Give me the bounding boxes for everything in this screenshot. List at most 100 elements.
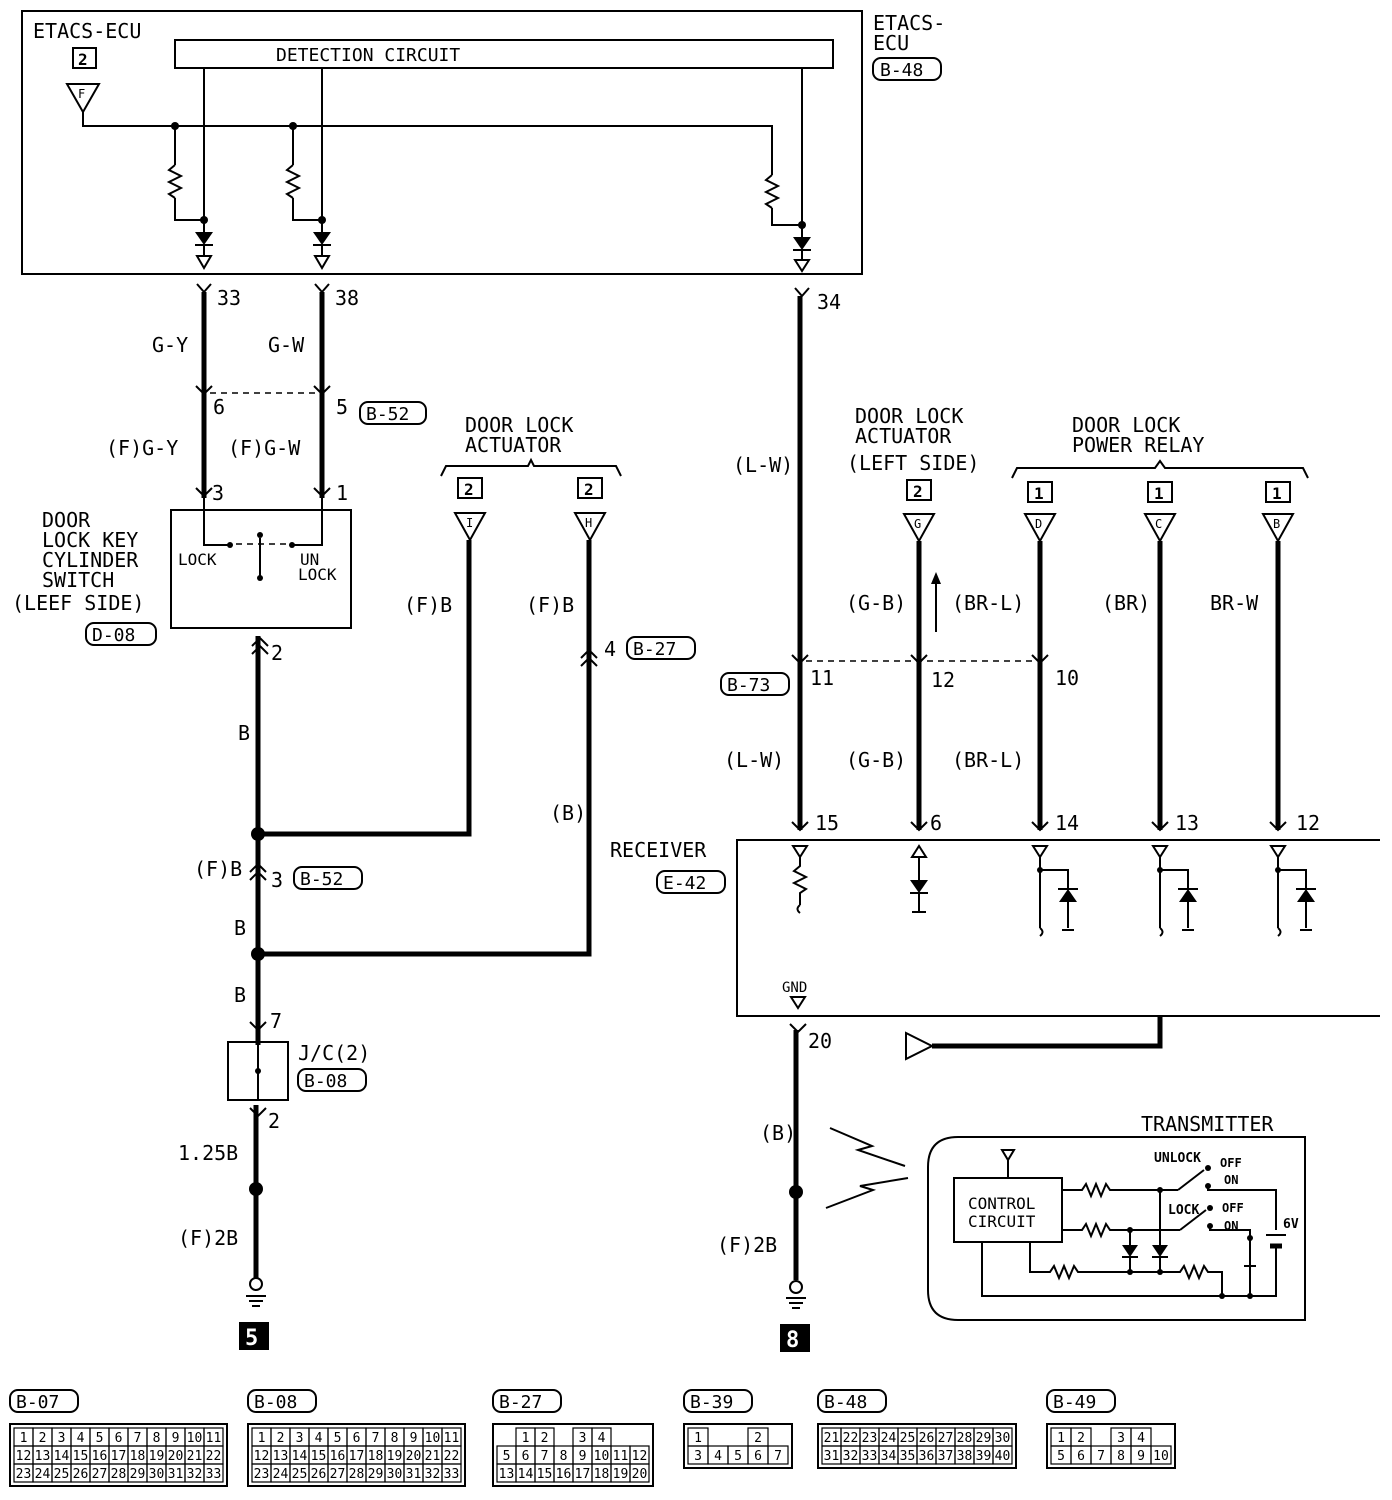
etacs-side-title-2: ECU [873, 31, 909, 55]
off-label-2: OFF [1222, 1201, 1244, 1215]
connector-pin-number: 1 [694, 1431, 702, 1446]
wire-label-f-2b-1: (F)2B [178, 1226, 238, 1250]
connector-pin-number: 11 [206, 1431, 222, 1446]
connector-pin-number: 28 [111, 1467, 127, 1482]
connector-pin-number: 9 [579, 1449, 587, 1464]
connector-pin-number: 16 [556, 1467, 572, 1482]
connector-pin-number: 35 [900, 1449, 916, 1464]
connector-pin-number: 30 [387, 1467, 403, 1482]
connector-pin-number: 29 [976, 1431, 992, 1446]
off-label-1: OFF [1220, 1156, 1242, 1170]
d08-connector-label: D-08 [92, 625, 135, 646]
wire-label-f-b-2: (F)B [404, 593, 452, 617]
switch-pin-2: 2 [271, 641, 283, 665]
connector-pin-number: 14 [518, 1467, 534, 1482]
receiver-pin-15: 15 [815, 811, 839, 835]
receiver-gnd-label: GND [782, 980, 807, 996]
wire-label-f-g-y: (F)G-Y [106, 436, 178, 460]
connector-pin-number: 17 [111, 1449, 127, 1464]
connector-view-label: B-27 [499, 1392, 542, 1413]
b73-connector-label: B-73 [727, 675, 770, 696]
relay-conn-num-2: 1 [1154, 484, 1164, 503]
actuator-conn-num-1: 2 [464, 480, 474, 499]
connector-pin-number: 32 [425, 1467, 441, 1482]
connector-pin-number: 32 [187, 1467, 203, 1482]
b52-pin-3: 3 [271, 868, 283, 892]
lock-label: LOCK [1168, 1203, 1199, 1218]
resistor-symbol [166, 164, 184, 199]
connector-view-badge [683, 1389, 753, 1413]
resistor-symbol [284, 164, 302, 199]
connector-pin-number: 22 [206, 1449, 222, 1464]
actuator-terminal-i: I [466, 516, 473, 530]
connector-pin-number: 5 [96, 1431, 104, 1446]
receiver-pin-14: 14 [1055, 811, 1079, 835]
wire-label-g-b-2: (G-B) [846, 748, 906, 772]
connector-pin-number: 22 [843, 1431, 859, 1446]
connector-pin-number: 6 [1077, 1449, 1085, 1464]
connector-pin-number: 2 [1077, 1431, 1085, 1446]
connector-pin-number: 31 [406, 1467, 422, 1482]
switch-name-line-3: CYLINDER [42, 548, 139, 572]
wire-label-b-1: B [238, 721, 250, 745]
wire-label-l-w-1: (L-W) [733, 453, 793, 477]
relay-conn-num-1: 1 [1034, 484, 1044, 503]
connector-pin-number: 15 [537, 1467, 553, 1482]
connector-pin-number: 8 [560, 1449, 568, 1464]
connector-view-badge [1046, 1389, 1116, 1413]
connector-pin-number: 2 [39, 1431, 47, 1446]
switch-name-line-2: LOCK KEY [42, 528, 138, 552]
etacs-ecu-box [21, 10, 863, 275]
connector-view-label: B-39 [690, 1392, 733, 1413]
connector-pin-number: 14 [292, 1449, 308, 1464]
connector-view-badge [817, 1389, 887, 1413]
switch-name-line-5: (LEEF SIDE) [12, 591, 144, 615]
radio-wave-icon [829, 1127, 906, 1167]
connector-pin-number: 23 [16, 1467, 32, 1482]
connector-pin-number: 4 [77, 1431, 85, 1446]
connector-pin-number: 16 [92, 1449, 108, 1464]
connector-pin-number: 13 [273, 1449, 289, 1464]
ecu-pin-34: 34 [817, 290, 841, 314]
connector-pin-number: 25 [292, 1467, 308, 1482]
etacs-terminal-letter: F [78, 87, 85, 101]
control-circuit-label-2: CIRCUIT [968, 1212, 1036, 1231]
actuator-title-1: DOOR LOCK [465, 413, 573, 437]
b08-connector-badge [297, 1068, 367, 1092]
ground-point-8-badge [780, 1324, 810, 1352]
b73-pin-12: 12 [931, 668, 955, 692]
connector-view-badge [9, 1389, 79, 1413]
ecu-junction-dot [171, 122, 179, 130]
connector-pin-number: 24 [881, 1431, 897, 1446]
connector-pin-number: 1 [258, 1431, 266, 1446]
relay-brace [1011, 459, 1309, 479]
connector-pin-number: 4 [598, 1431, 606, 1446]
receiver-driver-12 [1269, 845, 1316, 937]
relay-title-2: POWER RELAY [1072, 433, 1204, 457]
transmitter-title: TRANSMITTER [1141, 1112, 1274, 1136]
connector-pin-number: 5 [334, 1431, 342, 1446]
connector-pin-number: 5 [1057, 1449, 1065, 1464]
connector-view-badge [247, 1389, 317, 1413]
connector-pin-number: 16 [330, 1449, 346, 1464]
connector-view-frame [492, 1423, 654, 1487]
connector-pin-number: 20 [406, 1449, 422, 1464]
connector-view-frame [9, 1423, 228, 1487]
connector-pin-number: 2 [541, 1431, 549, 1446]
transmitter-box [927, 1136, 1306, 1321]
connector-pin-number: 17 [575, 1467, 591, 1482]
connector-pin-number: 26 [919, 1431, 935, 1446]
connector-pin-number: 39 [976, 1449, 992, 1464]
wire-label-b-paren-2: (B) [760, 1121, 796, 1145]
ecu-supply-line [82, 112, 773, 175]
connector-view-label: B-08 [254, 1392, 297, 1413]
wire-label-f-2b-2: (F)2B [717, 1233, 777, 1257]
wire-label-br-l-2: (BR-L) [952, 748, 1024, 772]
detection-circuit-label: DETECTION CIRCUIT [276, 45, 460, 66]
connector-pin-number: 28 [957, 1431, 973, 1446]
connector-pin-number: 23 [862, 1431, 878, 1446]
b73-pin-11: 11 [810, 666, 834, 690]
wire-label-br-l-1: (BR-L) [952, 591, 1024, 615]
connector-pin-number: 18 [594, 1467, 610, 1482]
